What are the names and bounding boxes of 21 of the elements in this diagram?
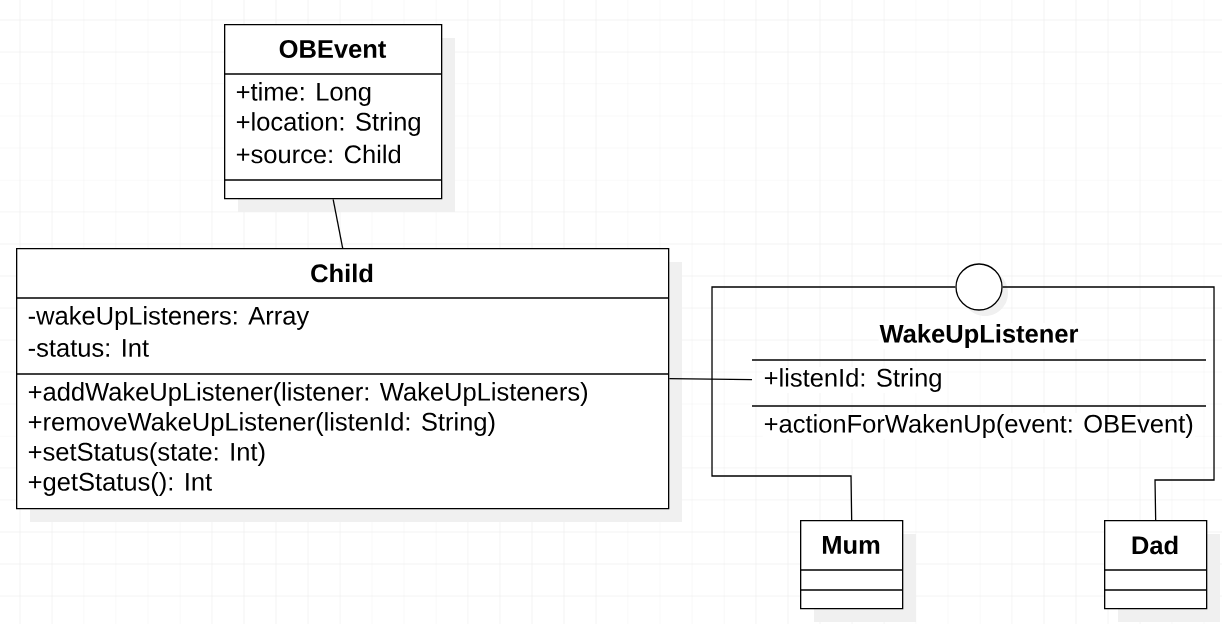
connector-line (668, 378, 753, 381)
connector-line (332, 198, 344, 249)
class-box (751, 359, 1207, 407)
member-text: +getStatus(): Int (26, 471, 214, 497)
class-box (799, 520, 916, 622)
interface-circle (955, 263, 1008, 316)
member-text: +actionForWakenUp(event: OBEvent) (762, 413, 1195, 439)
class-name: WakeUpListener (878, 323, 1080, 349)
class-name: Child (309, 262, 375, 284)
class-name: Mum (820, 535, 882, 555)
member-text: +removeWakeUpListener(listenId: String) (26, 411, 498, 437)
member-text: -status: Int (26, 338, 151, 358)
member-text: +location: String (234, 111, 423, 137)
member-text: +time: Long (234, 81, 373, 107)
connector-line (1002, 286, 1215, 521)
member-text: +setStatus(state: Int) (26, 441, 267, 467)
member-text: +addWakeUpListener(listener: WakeUpListeners) (26, 381, 590, 407)
class-box (1103, 520, 1220, 622)
connector-line (711, 286, 956, 521)
member-text: +listenId: String (762, 367, 944, 393)
member-text: -wakeUpListeners: Array (26, 305, 311, 331)
